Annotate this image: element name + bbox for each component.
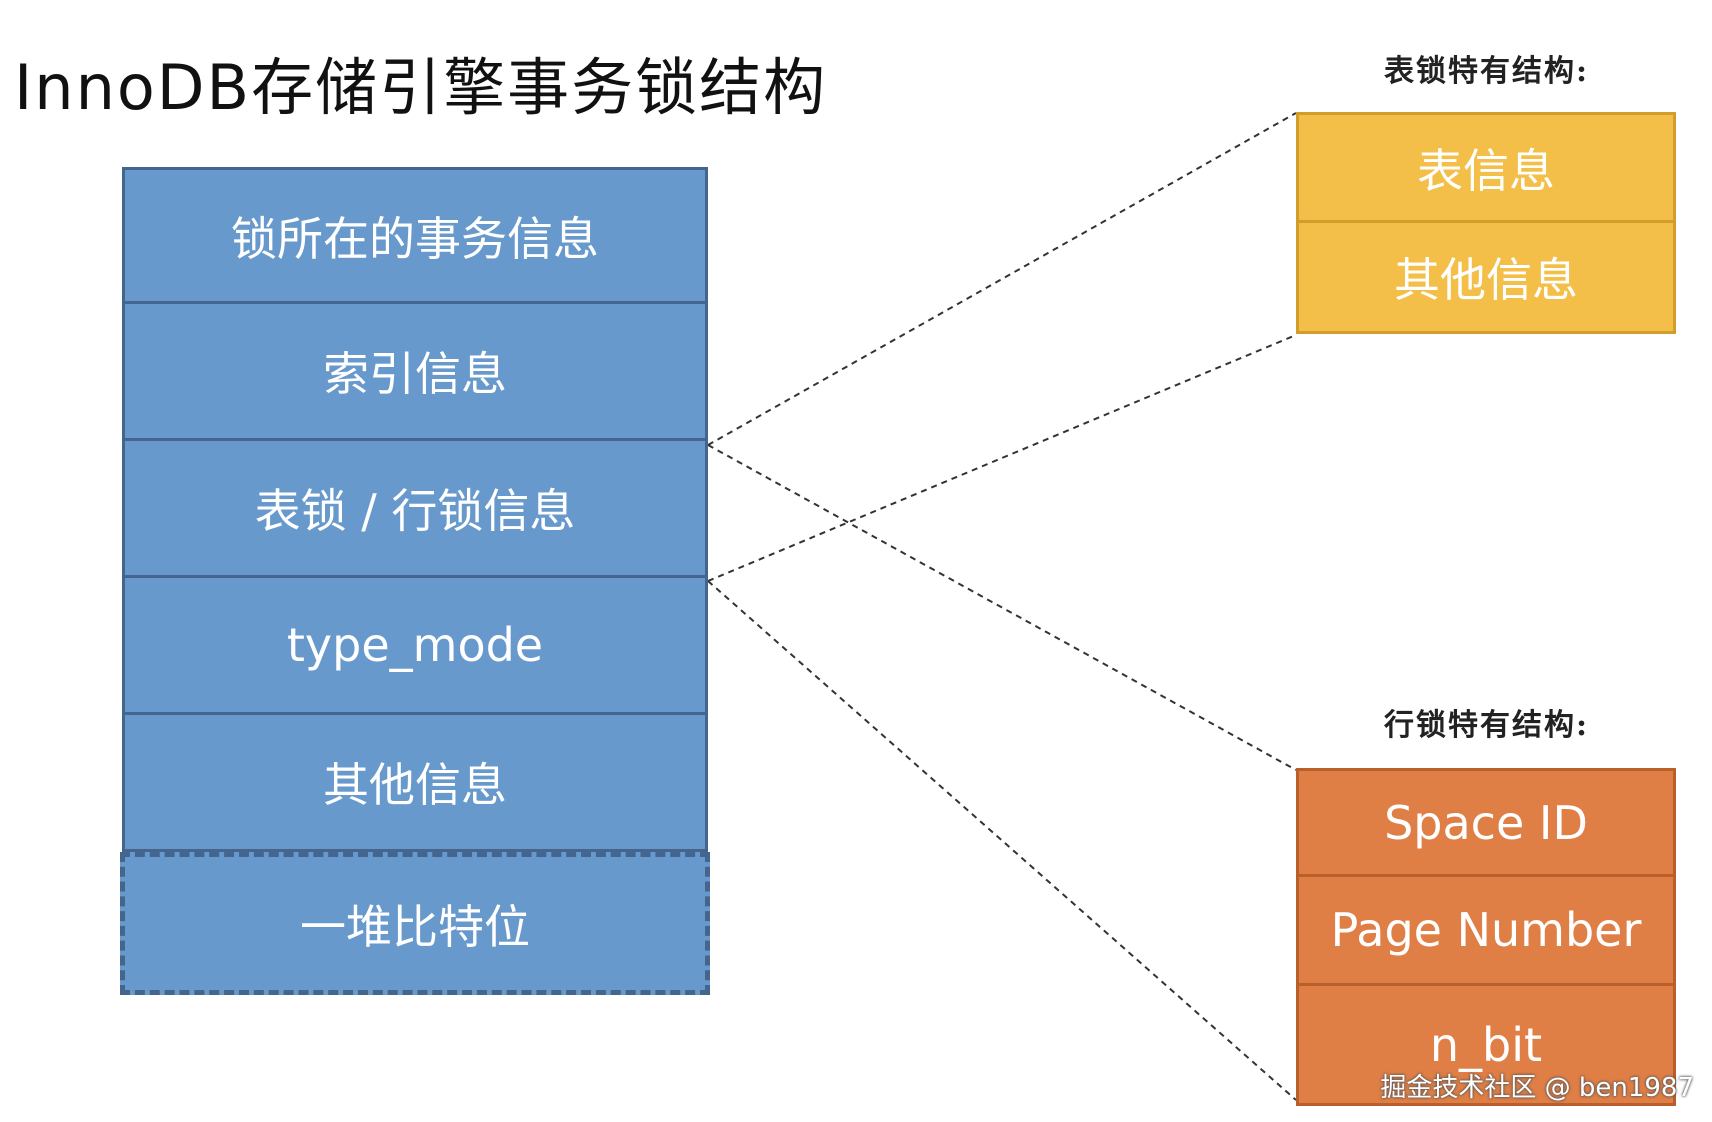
row-lock-heading: 行锁特有结构:	[1384, 708, 1590, 743]
field-transaction-info: 锁所在的事务信息	[122, 167, 708, 304]
connector-row-top	[707, 444, 1297, 771]
watermark: 掘金技术社区 @ ben1987	[1380, 1073, 1694, 1103]
table-lock-structure: 表信息 其他信息	[1296, 112, 1676, 334]
lock-structure: 锁所在的事务信息 索引信息 表锁 / 行锁信息 type_mode 其他信息 一…	[120, 167, 710, 995]
field-type-mode: type_mode	[122, 578, 708, 715]
table-lock-field-table-info: 表信息	[1296, 112, 1676, 223]
row-lock-field-space-id: Space ID	[1296, 768, 1676, 877]
field-bitmap: 一堆比特位	[120, 852, 710, 995]
row-lock-structure: Space ID Page Number n_bit	[1296, 768, 1676, 1106]
field-table-row-lock-info: 表锁 / 行锁信息	[122, 441, 708, 578]
connector-row-bottom	[707, 580, 1297, 1101]
row-lock-field-n-bit: n_bit	[1296, 986, 1676, 1106]
connector-table-top	[707, 112, 1297, 446]
row-lock-field-page-number: Page Number	[1296, 877, 1676, 986]
table-lock-field-other-info: 其他信息	[1296, 223, 1676, 334]
diagram-title: InnoDB存储引擎事务锁结构	[14, 51, 828, 124]
connector-table-bottom	[707, 334, 1297, 582]
field-index-info: 索引信息	[122, 304, 708, 441]
table-lock-heading: 表锁特有结构:	[1384, 54, 1590, 89]
field-other-info: 其他信息	[122, 715, 708, 852]
